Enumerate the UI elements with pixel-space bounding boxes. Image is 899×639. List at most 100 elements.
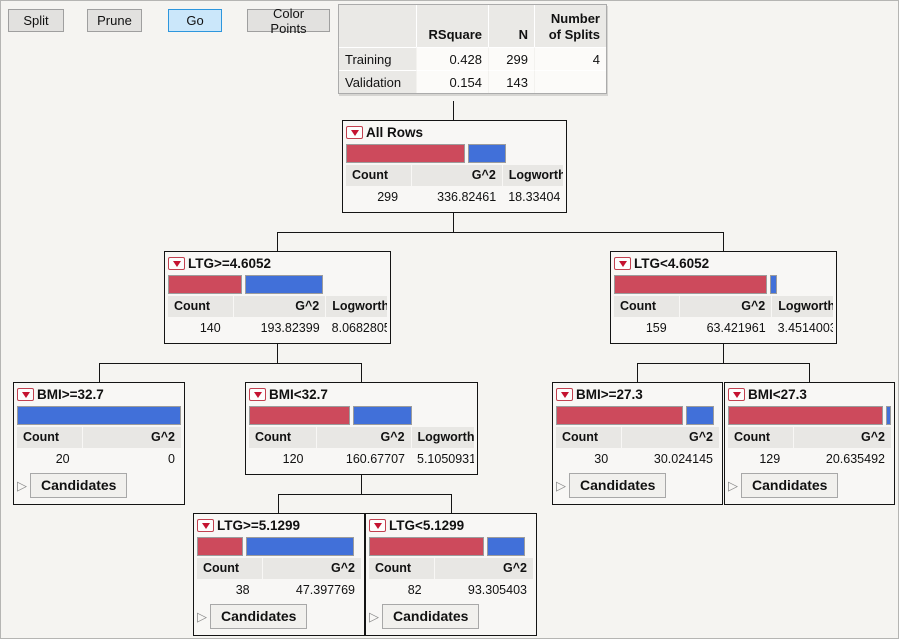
node-header: LTG>=4.6052 [168,254,387,273]
node-stat-values: 129 20.635492 [728,448,891,468]
node-stat-values: 38 47.397769 [197,579,361,599]
response-probability-bar [346,144,563,163]
node-header: LTG>=5.1299 [197,516,361,535]
g2-header: G^2 [435,558,533,579]
disclosure-triangle-icon[interactable]: ▷ [369,609,379,624]
count-value: 120 [282,451,304,466]
split-button[interactable]: Split [8,9,64,32]
summary-col-rsquare: RSquare [416,5,488,47]
g2-value: 20.635492 [825,451,885,466]
tree-connector [453,213,454,232]
disclosure-triangle-icon[interactable]: ▷ [197,609,207,624]
red-triangle-menu-icon[interactable] [17,388,34,401]
logworth-value: 3.4514003 [777,320,833,335]
tree-connector [277,232,724,233]
fit-summary-table: RSquare N Number of Splits Training 0.42… [338,4,607,94]
red-triangle-menu-icon[interactable] [346,126,363,139]
candidates-button[interactable]: Candidates [382,604,480,629]
red-bar-segment [614,275,768,294]
node-stat-values: 30 30.024145 [556,448,719,468]
candidates-row: ▷ Candidates [197,604,361,629]
tree-connector [277,232,278,251]
response-probability-bar [249,406,474,425]
candidates-button[interactable]: Candidates [30,473,128,498]
node-header: All Rows [346,123,563,142]
blue-bar-segment [468,144,507,163]
count-value: 129 [759,451,781,466]
red-triangle-menu-icon[interactable] [728,388,745,401]
candidates-row: ▷ Candidates [17,473,181,498]
red-bar-segment [369,537,484,556]
summary-col-n: N [488,5,534,47]
node-stat-header: Count G^2 [728,427,891,448]
count-value: 140 [199,320,221,335]
prune-button[interactable]: Prune [87,9,142,32]
candidates-row: ▷ Candidates [728,473,891,498]
triangle-glyph [21,391,30,398]
g2-header: G^2 [621,427,719,448]
blue-bar-segment [245,275,324,294]
count-value: 159 [645,320,667,335]
tree-connector [361,363,362,382]
count-value: 30 [594,451,609,466]
count-header: Count [17,427,83,448]
candidates-button[interactable]: Candidates [569,473,667,498]
tree-node-ltg-ge-4-6052: LTG>=4.6052 Count G^2 Logworth 140 193.8… [164,251,391,344]
tree-node-ltg-lt-5-1299: LTG<5.1299 Count G^2 82 93.305403 ▷ Cand… [365,513,537,636]
node-title: All Rows [366,125,424,140]
logworth-value: 5.1050931 [417,451,474,466]
count-header: Count [556,427,621,448]
blue-bar-segment [353,406,412,425]
node-header: BMI>=27.3 [556,385,719,404]
color-points-button[interactable]: Color Points [247,6,330,36]
g2-value: 336.82461 [437,189,497,204]
disclosure-triangle-icon[interactable]: ▷ [17,478,27,493]
red-bar-segment [197,537,243,556]
red-triangle-menu-icon[interactable] [614,257,631,270]
count-header: Count [728,427,793,448]
red-triangle-menu-icon[interactable] [197,519,214,532]
red-triangle-menu-icon[interactable] [369,519,386,532]
disclosure-triangle-icon[interactable]: ▷ [728,478,738,493]
red-triangle-menu-icon[interactable] [168,257,185,270]
disclosure-triangle-icon[interactable]: ▷ [556,478,566,493]
candidates-row: ▷ Candidates [556,473,719,498]
g2-header: G^2 [234,296,326,317]
summary-corner-cell [339,5,416,47]
logworth-value: 18.33404 [508,189,561,204]
triangle-glyph [201,522,210,529]
tree-node-bmi-lt-32-7: BMI<32.7 Count G^2 Logworth 120 160.6770… [245,382,478,475]
tree-connector [637,363,638,382]
tree-connector [277,344,278,363]
g2-header: G^2 [680,296,772,317]
tree-node-bmi-ge-32-7: BMI>=32.7 Count G^2 20 0 ▷ Candidates [13,382,185,505]
red-bar-segment [556,406,684,425]
red-triangle-menu-icon[interactable] [249,388,266,401]
g2-value: 0 [168,451,175,466]
red-bar-segment [728,406,883,425]
response-probability-bar [197,537,361,556]
node-title: BMI>=32.7 [37,387,104,402]
candidates-button[interactable]: Candidates [210,604,308,629]
count-value: 38 [235,582,250,597]
response-probability-bar [614,275,833,294]
count-header: Count [168,296,234,317]
node-stat-header: Count G^2 [369,558,533,579]
node-stat-header: Count G^2 Logworth [346,165,563,186]
blue-bar-segment [17,406,181,425]
g2-header: G^2 [316,427,411,448]
red-bar-segment [346,144,466,163]
red-triangle-menu-icon[interactable] [556,388,573,401]
candidates-button[interactable]: Candidates [741,473,839,498]
count-header: Count [346,165,411,186]
training-n: 299 [488,47,534,70]
node-title: LTG>=5.1299 [217,518,301,533]
node-header: BMI<27.3 [728,385,891,404]
node-stat-values: 299 336.82461 18.33404 [346,186,563,206]
node-stat-values: 140 193.82399 8.0682805 [168,317,387,337]
count-value: 20 [55,451,70,466]
triangle-glyph [560,391,569,398]
triangle-glyph [373,522,382,529]
node-stat-values: 82 93.305403 [369,579,533,599]
go-button[interactable]: Go [168,9,222,32]
